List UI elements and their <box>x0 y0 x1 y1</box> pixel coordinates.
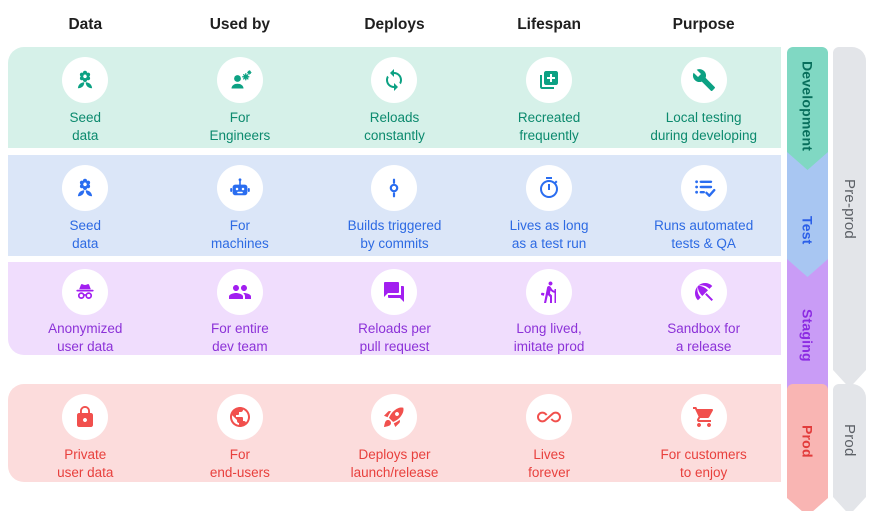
stage-group-pre-prod: Pre-prod <box>833 47 866 388</box>
checklist-icon <box>694 180 716 197</box>
cell-test-purpose: Runs automated tests & QA <box>626 155 781 256</box>
column-header-deploys: Deploys <box>364 16 425 33</box>
cell-label: Private user data <box>57 447 114 480</box>
column-headers: Data Used by Deploys Lifespan Purpose <box>8 14 781 36</box>
cell-label: For Engineers <box>209 110 271 143</box>
cell-label: Long lived, imitate prod <box>513 321 585 354</box>
cell-prod-data: Private user data <box>8 384 163 482</box>
stage-group-label: Pre-prod <box>841 178 858 239</box>
engineer-icon <box>231 70 252 89</box>
rocket-icon <box>384 407 404 427</box>
cell-label: Recreated frequently <box>517 110 581 143</box>
cell-prod-purpose: For customers to enjoy <box>626 384 781 482</box>
cell-label: For customers to enjoy <box>660 447 747 480</box>
ribbon-label: Staging <box>799 308 816 362</box>
group-icon <box>228 285 251 299</box>
hiking-icon <box>541 281 557 303</box>
cell-prod-deploys: Deploys per launch/release <box>317 384 472 482</box>
stage-group-prod: Prod <box>833 384 866 511</box>
cell-development-deploys: Reloads constantly <box>317 47 472 148</box>
cell-staging-used-by: For entire dev team <box>163 262 318 355</box>
infinity-icon <box>537 411 562 423</box>
cell-prod-lifespan: Lives forever <box>472 384 627 482</box>
cell-test-data: Seed data <box>8 155 163 256</box>
cell-label: For entire dev team <box>211 321 269 354</box>
commit-icon <box>390 178 399 198</box>
cell-label: For end-users <box>209 447 270 480</box>
ribbon-label: Development <box>799 60 816 152</box>
row-test: Seed data For machines <box>8 155 781 256</box>
cell-label: Anonymized user data <box>48 321 123 354</box>
cell-prod-used-by: For end-users <box>163 384 318 482</box>
cell-label: Deploys per launch/release <box>350 447 439 480</box>
stage-group-label: Prod <box>841 424 858 457</box>
seed-icon <box>78 70 93 89</box>
cell-label: Seed data <box>69 218 102 251</box>
cell-label: Runs automated tests & QA <box>654 218 754 251</box>
wrench-icon <box>692 69 715 91</box>
cell-development-purpose: Local testing during developing <box>626 47 781 148</box>
cell-development-lifespan: Recreated frequently <box>472 47 627 148</box>
cell-label: Reloads constantly <box>364 110 425 143</box>
cell-label: Builds triggered by commits <box>347 218 442 251</box>
cell-staging-data: Anonymized user data <box>8 262 163 355</box>
column-header-purpose: Purpose <box>672 16 735 33</box>
cell-label: Reloads per pull request <box>358 321 431 354</box>
row-development: Seed data For Engineers <box>8 47 781 148</box>
column-header-lifespan: Lifespan <box>517 16 581 33</box>
cart-icon <box>692 406 713 427</box>
cell-label: Seed data <box>69 110 102 143</box>
sync-icon <box>386 69 403 91</box>
forum-icon <box>384 282 405 302</box>
ribbon-label: Prod <box>799 424 816 458</box>
cell-label: Local testing during developing <box>650 110 757 143</box>
timer-icon <box>540 177 559 198</box>
cell-label: For machines <box>211 218 269 251</box>
lock-icon <box>77 406 94 427</box>
cell-development-used-by: For Engineers <box>163 47 318 148</box>
robot-icon <box>230 178 250 196</box>
ribbon-prod: Prod <box>787 384 828 511</box>
incognito-icon <box>76 284 94 299</box>
umbrella-icon <box>694 283 713 301</box>
row-prod: Private user data For end-users Deploys … <box>8 384 781 482</box>
cell-test-lifespan: Lives as long as a test run <box>472 155 627 256</box>
column-header-data: Data <box>68 16 103 33</box>
row-staging: Anonymized user data For entire dev team… <box>8 262 781 355</box>
globe-icon <box>229 407 250 427</box>
seed-icon <box>78 178 93 197</box>
cell-label: Sandbox for a release <box>667 321 741 354</box>
cell-test-used-by: For machines <box>163 155 318 256</box>
ribbon-label: Test <box>799 215 816 245</box>
cell-label: Lives forever <box>528 447 571 480</box>
cell-staging-lifespan: Long lived, imitate prod <box>472 262 627 355</box>
cell-label: Lives as long as a test run <box>509 218 589 251</box>
cell-development-data: Seed data <box>8 47 163 148</box>
cell-test-deploys: Builds triggered by commits <box>317 155 472 256</box>
library-add-icon <box>540 71 559 89</box>
column-header-used-by: Used by <box>209 16 271 33</box>
cell-staging-purpose: Sandbox for a release <box>626 262 781 355</box>
cell-staging-deploys: Reloads per pull request <box>317 262 472 355</box>
